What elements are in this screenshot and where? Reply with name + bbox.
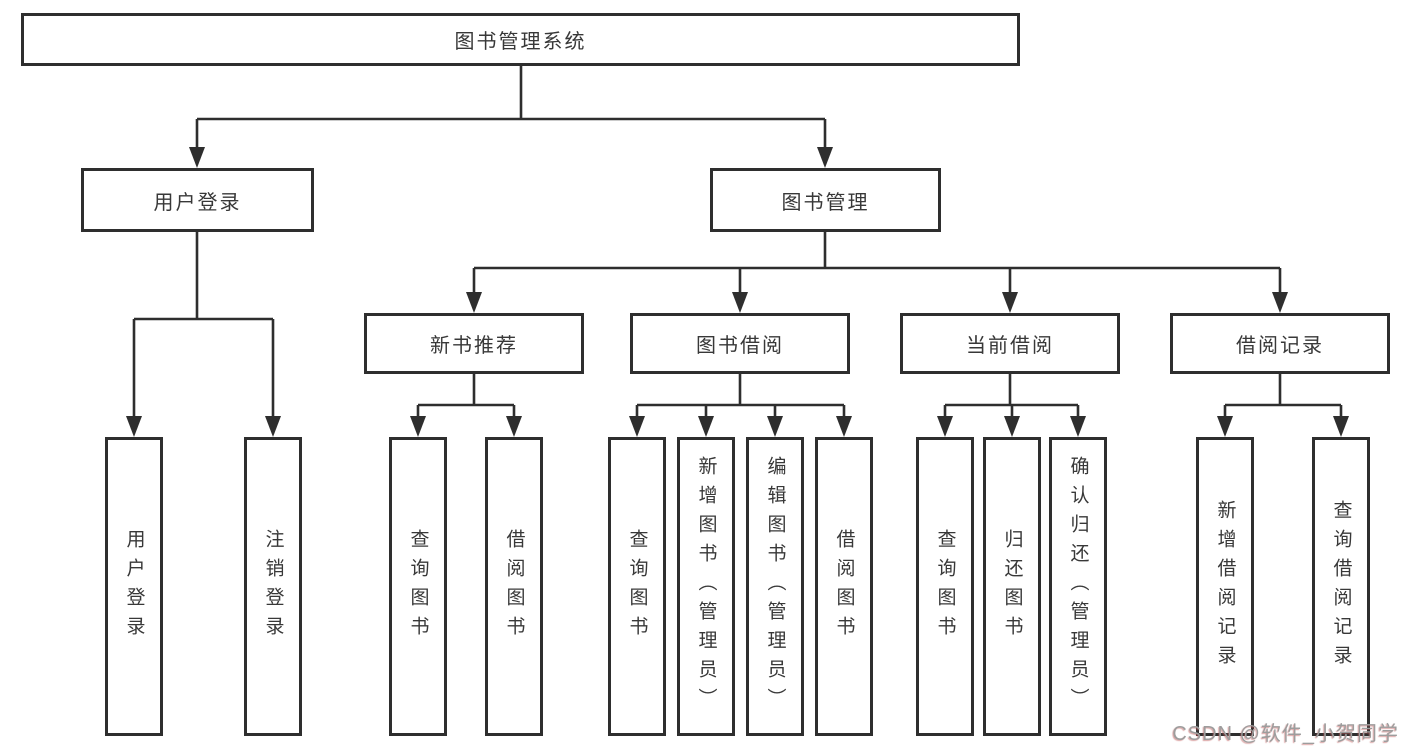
node-current-borrow: 当前借阅	[900, 313, 1120, 374]
leaf-return-books: 归还图书	[983, 437, 1041, 736]
leaf-add-books-admin: 新增图书（管理员）	[677, 437, 735, 736]
node-book-borrow: 图书借阅	[630, 313, 850, 374]
connector-paths	[132, 66, 1343, 416]
leaf-confirm-return-admin: 确认归还（管理员）	[1049, 437, 1107, 736]
leaf-user-login: 用户登录	[105, 437, 163, 736]
leaf-recommend-query-books: 查询图书	[389, 437, 447, 736]
csdn-watermark: CSDN @软件_小贺同学	[1172, 723, 1399, 745]
leaf-recommend-borrow-books: 借阅图书	[485, 437, 543, 736]
leaf-add-borrow-record: 新增借阅记录	[1196, 437, 1254, 736]
node-new-book-recommend: 新书推荐	[364, 313, 584, 374]
node-book-management: 图书管理	[710, 168, 941, 232]
leaf-borrow-books: 借阅图书	[815, 437, 873, 736]
leaf-borrow-query-books: 查询图书	[608, 437, 666, 736]
node-user-login: 用户登录	[81, 168, 314, 232]
node-borrow-records: 借阅记录	[1170, 313, 1390, 374]
leaf-logout: 注销登录	[244, 437, 302, 736]
leaf-current-query-books: 查询图书	[916, 437, 974, 736]
node-root-system: 图书管理系统	[21, 13, 1020, 66]
leaf-query-borrow-record: 查询借阅记录	[1312, 437, 1370, 736]
leaf-edit-books-admin: 编辑图书（管理员）	[746, 437, 804, 736]
arrowheads	[126, 147, 1349, 437]
